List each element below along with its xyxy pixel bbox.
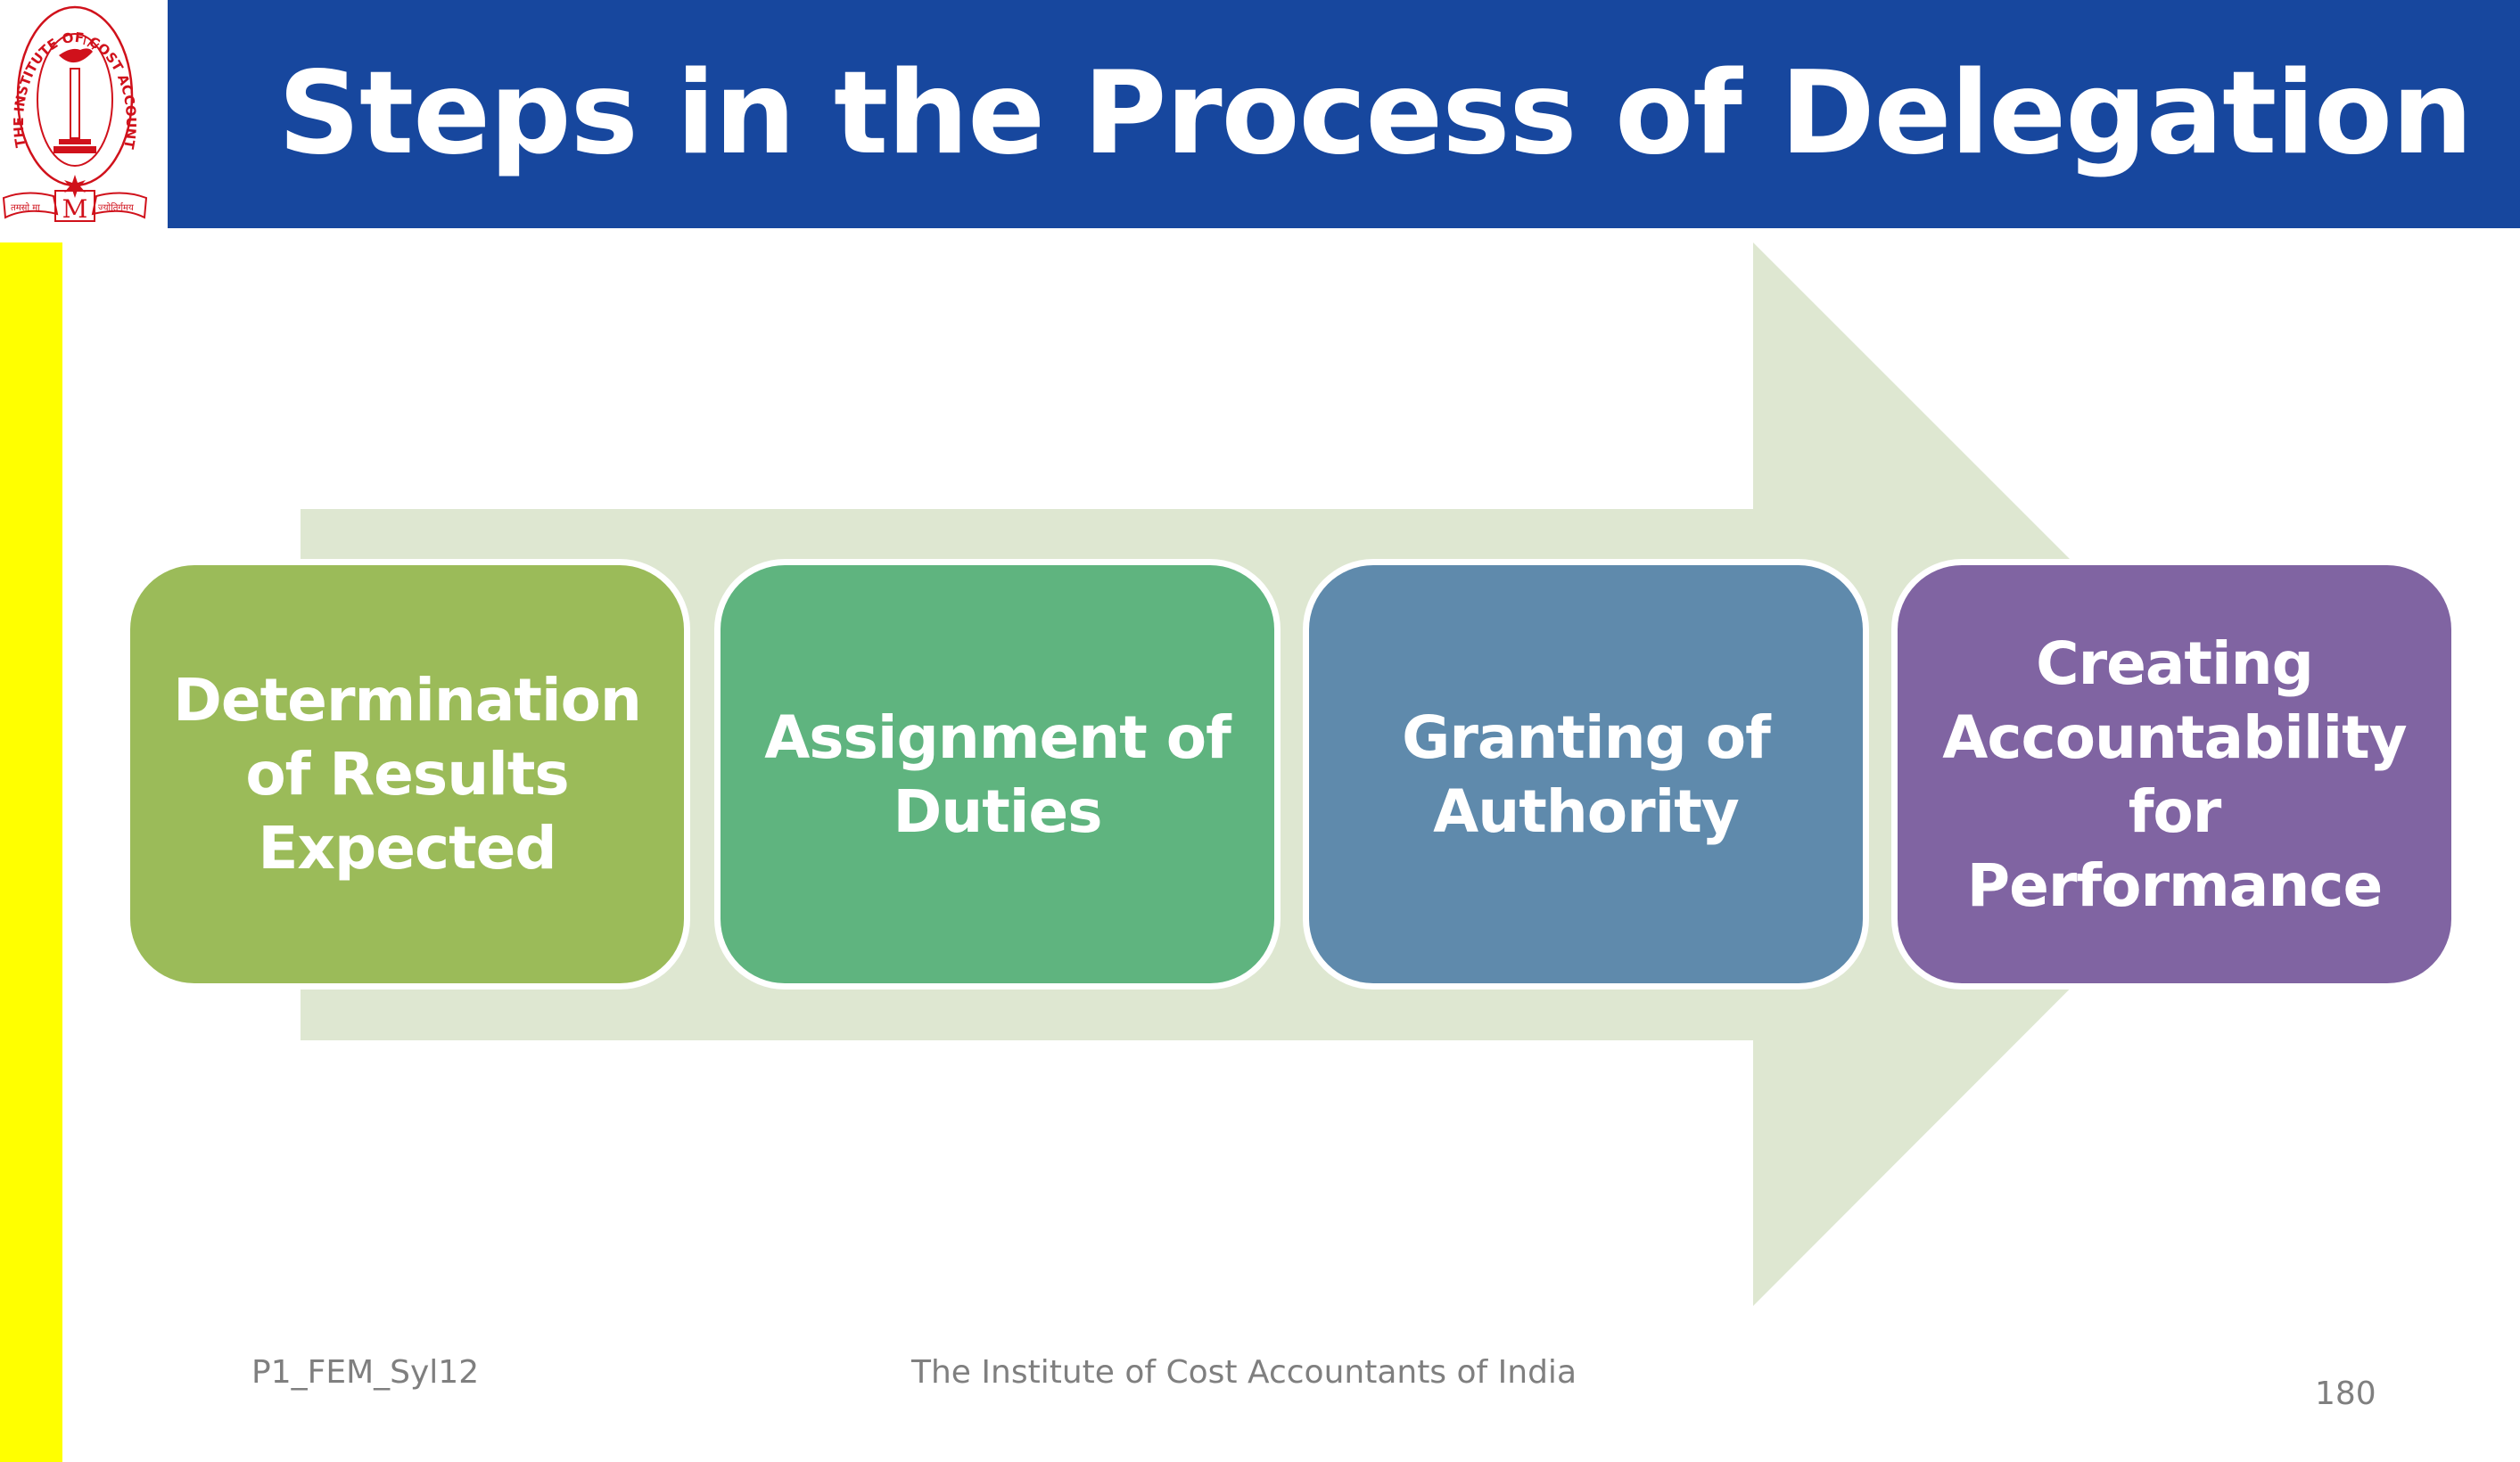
step-box-determination: Determination of Results Expected [130,565,684,983]
step-box-accountability: Creating Accountability for Performance [1898,565,2451,983]
title-banner: Steps in the Process of Delegation [168,0,2520,228]
step-label: Determination of Results Expected [173,666,642,883]
footer-course-code: P1_FEM_Syl12 [251,1354,480,1391]
step-label: Assignment of Duties [764,702,1231,846]
footer-organization: The Institute of Cost Accountants of Ind… [911,1354,1577,1391]
step-box-assignment: Assignment of Duties [721,565,1274,983]
step-box-authority: Granting of Authority [1309,565,1863,983]
slide-title: Steps in the Process of Delegation [277,47,2473,180]
logo-motto-left: तमसो मा [11,202,40,213]
logo-motto-right: ज्योतिर्गमय [98,202,134,213]
page-number: 180 [2315,1376,2376,1412]
institute-emblem-icon: THE INSTITUTE OF COST ACCOUNTANTS OF IND… [0,0,148,224]
side-accent-bar [0,242,62,1462]
institute-logo: THE INSTITUTE OF COST ACCOUNTANTS OF IND… [0,0,150,230]
step-label: Granting of Authority [1402,702,1771,846]
step-label: Creating Accountability for Performance [1942,628,2407,920]
logo-motto-center: M [62,194,88,224]
